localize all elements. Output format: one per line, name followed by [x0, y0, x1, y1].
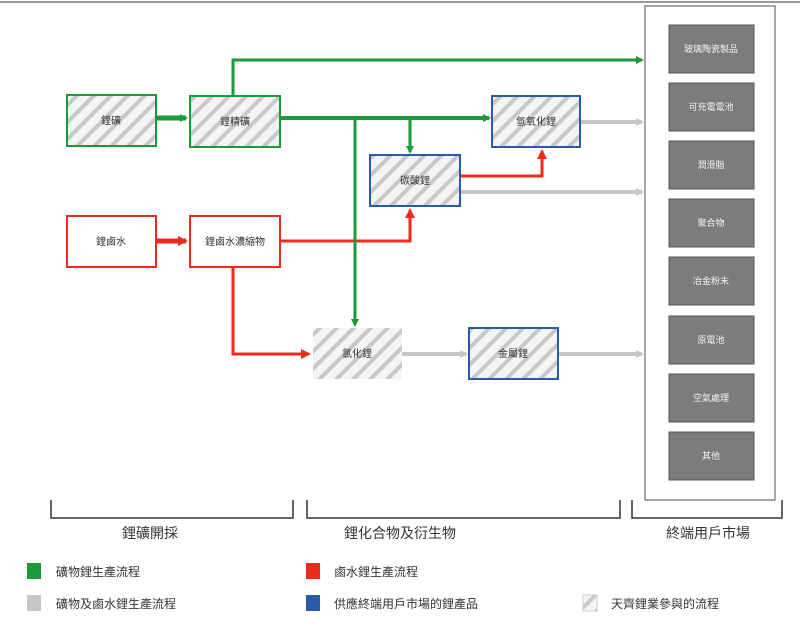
node-chloride: 氯化鋰: [313, 328, 402, 379]
legend-both: 礦物及鹵水鋰生產流程: [56, 596, 176, 611]
node-hydroxide-label: 氫氧化鋰: [516, 115, 556, 128]
node-brine-concentrate-label: 鋰鹵水濃縮物: [205, 235, 265, 248]
legend-tianqi: 天齊鋰業參與的流程: [611, 596, 719, 611]
svg-text:原電池: 原電池: [697, 334, 724, 346]
svg-text:玻璃陶瓷製品: 玻璃陶瓷製品: [684, 43, 738, 55]
market-item: 冶金粉末: [668, 256, 755, 306]
legend-swatch-red: [306, 563, 320, 579]
legend-brine: 鹵水鋰生產流程: [334, 564, 418, 579]
legend-swatch-hatch: [582, 594, 598, 612]
svg-text:可充電電池: 可充電電池: [688, 101, 733, 113]
market-item: 玻璃陶瓷製品: [668, 24, 755, 74]
market-item: 原電池: [668, 315, 755, 365]
legend-swatch-green: [27, 563, 41, 579]
node-carbonate: 碳酸鋰: [369, 154, 461, 207]
section-mining: 鋰礦開採: [122, 525, 178, 542]
node-concentrate: 鋰精礦: [189, 95, 281, 148]
svg-text:冶金粉末: 冶金粉末: [693, 275, 729, 287]
svg-text:潤滑脂: 潤滑脂: [697, 159, 724, 171]
market-panel: [644, 5, 776, 501]
node-carbonate-label: 碳酸鋰: [400, 174, 430, 187]
svg-text:其他: 其他: [702, 450, 720, 462]
node-brine-label: 鋰鹵水: [96, 235, 126, 248]
legend-swatch-gray: [27, 595, 41, 611]
legend-end-product: 供應終端用戶市場的鋰產品: [334, 596, 478, 611]
market-item: 聚合物: [668, 198, 755, 248]
svg-text:聚合物: 聚合物: [697, 217, 724, 229]
legend-swatch-blue: [306, 595, 320, 611]
legend-mineral: 礦物鋰生產流程: [56, 564, 140, 579]
market-list: 玻璃陶瓷製品 可充電電池 潤滑脂 聚合物 冶金粉末 原電池 空氣處理 其他: [668, 24, 755, 481]
node-brine-concentrate: 鋰鹵水濃縮物: [189, 215, 281, 268]
node-chloride-label: 氯化鋰: [342, 347, 372, 360]
node-concentrate-label: 鋰精礦: [220, 115, 250, 128]
node-brine: 鋰鹵水: [66, 215, 157, 268]
node-ore: 鋰礦: [66, 94, 157, 147]
market-item: 其他: [668, 431, 755, 481]
market-item: 可充電電池: [668, 82, 755, 132]
market-item: 空氣處理: [668, 373, 755, 423]
red-flows: [156, 149, 547, 359]
green-flows: [156, 56, 644, 327]
market-item: 潤滑脂: [668, 140, 755, 190]
node-metal: 金屬鋰: [468, 327, 559, 380]
node-metal-label: 金屬鋰: [498, 347, 528, 360]
section-brackets: [50, 500, 783, 519]
svg-text:空氣處理: 空氣處理: [693, 392, 729, 404]
gray-flows: [402, 118, 644, 358]
section-markets: 終端用戶市場: [666, 525, 750, 542]
node-hydroxide: 氫氧化鋰: [491, 95, 581, 148]
node-ore-label: 鋰礦: [101, 114, 121, 127]
section-compounds: 鋰化合物及衍生物: [344, 526, 456, 542]
legend: 礦物鋰生產流程 鹵水鋰生產流程 礦物及鹵水鋰生產流程 供應終端用戶市場的鋰產品 …: [27, 563, 719, 612]
